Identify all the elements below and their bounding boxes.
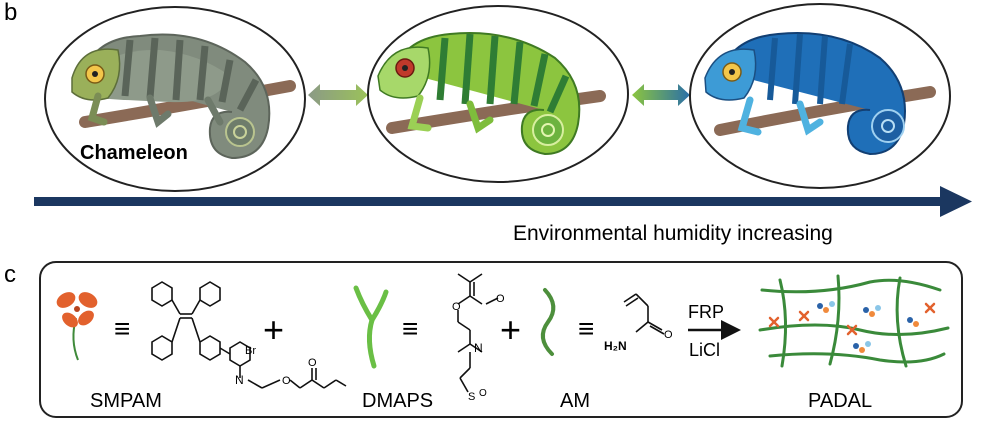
atom-n-plus: N: [235, 373, 244, 387]
label-dmaps: DMAPS: [362, 390, 433, 412]
humidity-arrow: [34, 186, 972, 217]
label-smpam: SMPAM: [90, 390, 162, 412]
atom-o-ester-1: O: [282, 375, 291, 387]
transition-arrow-1: [308, 84, 368, 106]
atom-s: S: [468, 391, 475, 403]
atom-br: Br: [245, 345, 256, 357]
panel-c-letter: c: [4, 261, 16, 288]
equiv-operator-1: ≡: [114, 313, 130, 344]
atom-h2n: H₂N: [604, 339, 627, 353]
plus-operator-1: +: [263, 309, 284, 350]
equiv-operator-2: ≡: [402, 313, 418, 344]
atom-o-am: O: [664, 329, 673, 341]
dmaps-branch-icon: [353, 285, 389, 369]
atom-o-dmaps-1: O: [452, 301, 461, 313]
smpam-structure: [151, 281, 347, 389]
atom-o-dmaps-2: O: [496, 293, 505, 305]
atom-o-carbonyl-1: O: [308, 357, 317, 369]
am-structure: [623, 293, 665, 335]
atom-n-plus-dmaps: N: [474, 341, 483, 355]
condition-frp: FRP: [688, 302, 724, 322]
am-wave-icon: [540, 288, 556, 356]
equiv-operator-3: ≡: [578, 313, 594, 344]
chameleon-dry-illustration: [44, 6, 306, 192]
label-am: AM: [560, 390, 590, 412]
panel-b-letter: b: [4, 0, 17, 26]
synthesis-box: [39, 261, 963, 418]
label-padal: PADAL: [808, 390, 872, 412]
dmaps-structure: [457, 273, 499, 393]
chameleon-label: Chameleon: [80, 142, 188, 164]
smpam-flower-icon: [56, 292, 98, 361]
condition-licl: LiCl: [689, 340, 720, 360]
atom-o-sulfonate: O: [479, 388, 487, 399]
chameleon-mid-illustration: [367, 5, 629, 183]
transition-arrow-2: [632, 84, 690, 106]
plus-operator-2: +: [500, 309, 521, 350]
chameleon-wet-illustration: [689, 3, 951, 189]
humidity-caption: Environmental humidity increasing: [513, 222, 833, 245]
padal-network-icon: [758, 274, 950, 368]
